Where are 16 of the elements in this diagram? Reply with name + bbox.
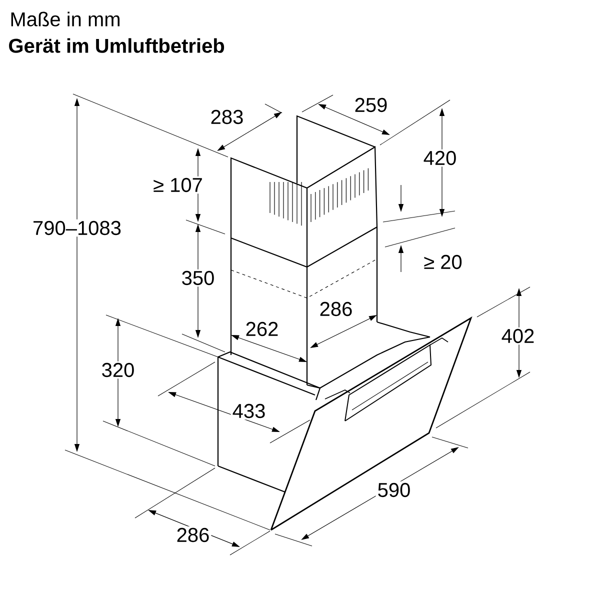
dimension-label: 286 xyxy=(174,526,212,544)
dimension-label: ≥ 20 xyxy=(422,253,464,271)
unit-note: Maße in mm xyxy=(8,10,122,28)
dimension-label: 350 xyxy=(180,269,216,287)
dimension-label: ≥ 107 xyxy=(152,176,204,194)
dimension-label: 790–1083 xyxy=(31,219,123,237)
dimension-label: 259 xyxy=(352,96,390,114)
dimension-label: 286 xyxy=(318,300,354,318)
dimension-label: 420 xyxy=(422,149,458,167)
dimension-label: 262 xyxy=(244,320,280,338)
heading: Gerät im Umluftbetrieb xyxy=(9,38,224,53)
dimension-label: 433 xyxy=(230,402,268,420)
dimension-label: 320 xyxy=(100,361,136,379)
dimension-label: 283 xyxy=(208,108,246,126)
dimension-label: 402 xyxy=(500,327,536,345)
dimension-label: 590 xyxy=(376,481,412,499)
